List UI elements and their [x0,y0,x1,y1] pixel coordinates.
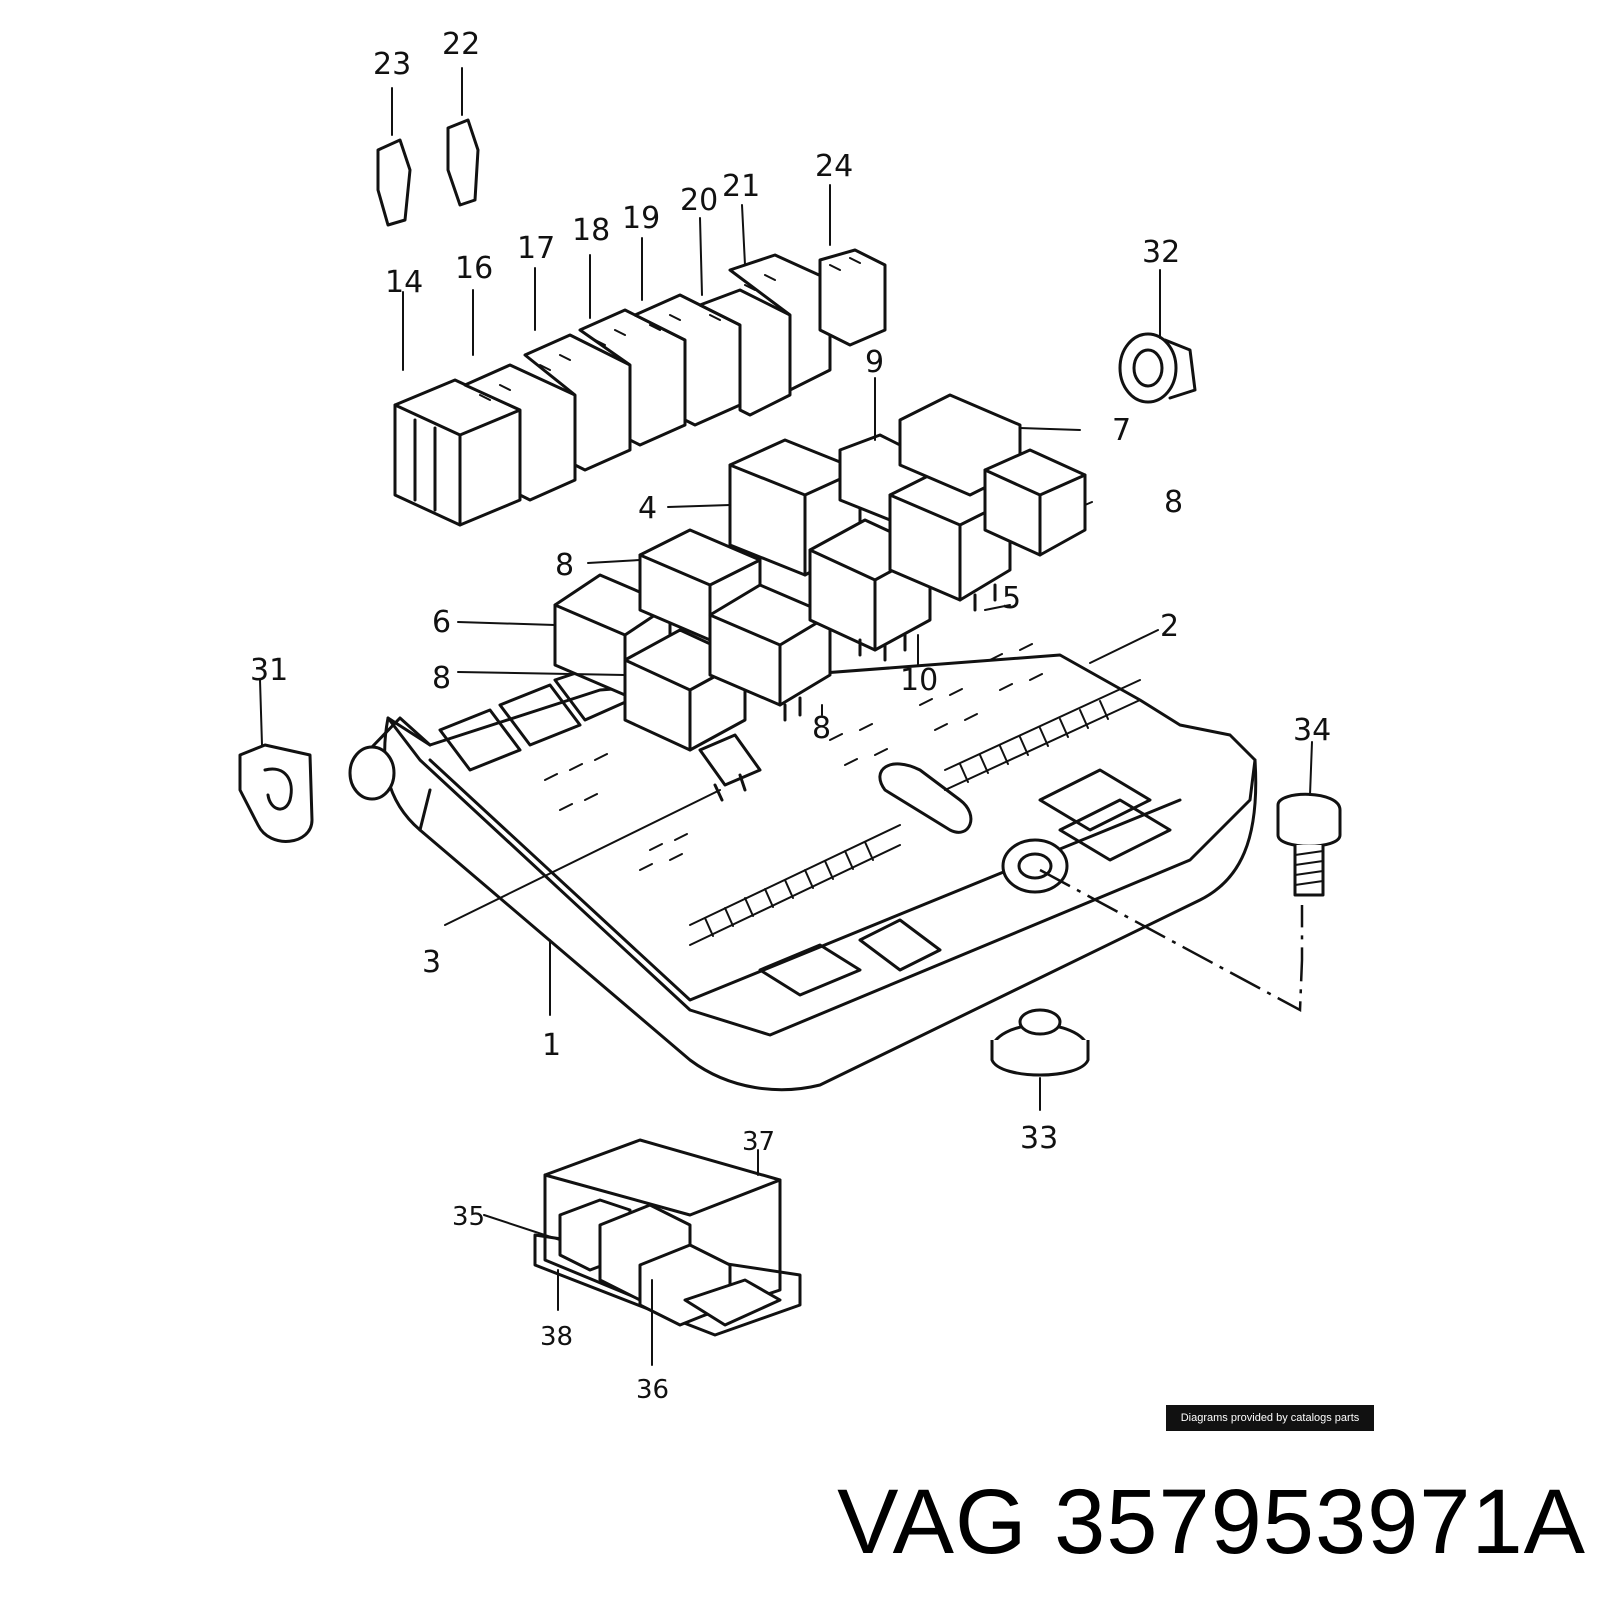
callout-3: 3 [422,945,441,980]
callout-10: 10 [900,663,938,698]
part-title: VAG 357953971A [837,1470,1586,1575]
callout-4: 4 [638,491,657,526]
callout-9: 9 [865,345,884,380]
clip-31 [238,743,314,843]
callout-38: 38 [540,1322,573,1352]
grommet-32 [1118,332,1197,404]
callout-34: 34 [1293,713,1331,748]
diagram-credit-badge: Diagrams provided by catalogs parts [1166,1405,1374,1431]
callout-32: 32 [1142,235,1180,270]
callout-17: 17 [517,231,555,266]
callout-36: 36 [636,1375,669,1405]
callout-8-front: 8 [432,661,451,696]
callout-7: 7 [1112,413,1131,448]
callout-21: 21 [722,169,760,204]
callout-8-upper-left: 8 [555,548,574,583]
fuse-strip-rear [944,679,1141,791]
callout-18: 18 [572,213,610,248]
callout-22: 22 [442,27,480,62]
part-number: 357953971A [1054,1471,1586,1573]
bolt-34 [1276,792,1342,897]
callout-8-lower: 8 [812,711,831,746]
alignment-line [1039,868,1304,1013]
callout-20: 20 [680,183,718,218]
relay-kit [533,1138,802,1337]
callout-2: 2 [1160,609,1179,644]
leader-lines [259,67,1313,1366]
callout-1: 1 [542,1028,561,1063]
callout-labels: 23 22 24 21 20 19 18 17 16 14 32 9 7 4 8… [250,27,1331,1405]
callout-19: 19 [622,201,660,236]
base-tray [348,643,1258,1092]
callout-5: 5 [1002,581,1021,616]
callout-8-right: 8 [1164,485,1183,520]
callout-23: 23 [373,47,411,82]
part-brand: VAG [837,1471,1028,1573]
relays [553,393,1087,752]
rubber-mount-33 [990,1008,1090,1077]
callout-24: 24 [815,149,853,184]
callout-16: 16 [455,251,493,286]
relay-socket-slots [544,643,1043,871]
terminal-22-23 [376,118,480,227]
callout-35: 35 [452,1202,485,1232]
fuse-part-3 [698,733,762,802]
callout-31: 31 [250,653,288,688]
callout-14: 14 [385,265,423,300]
connector-blocks [393,248,887,527]
callout-33: 33 [1020,1121,1058,1156]
callout-6: 6 [432,605,451,640]
fuse-strip-front [689,824,901,946]
callout-37: 37 [742,1127,775,1157]
